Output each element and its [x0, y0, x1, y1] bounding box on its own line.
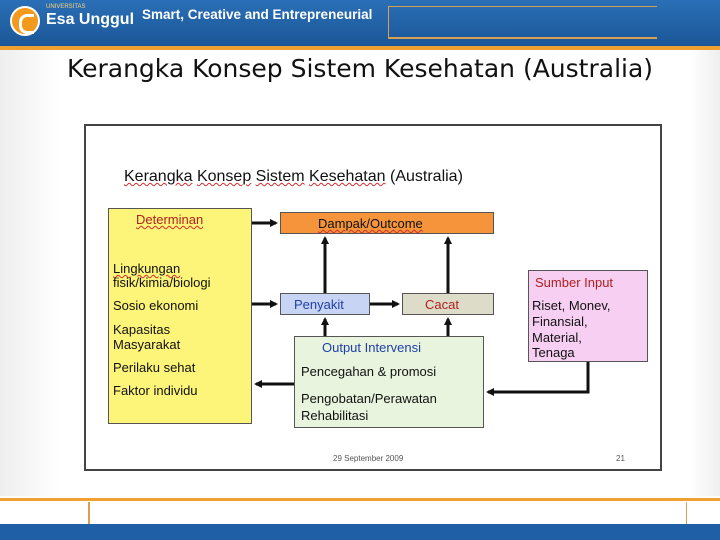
logo-name: Esa Unggul — [46, 11, 135, 28]
cacat-box — [402, 293, 494, 315]
dampak-outcome-box — [280, 212, 494, 234]
logo-small-text: UNIVERSITAS — [46, 4, 86, 10]
header-tagline: Smart, Creative and Entrepreneurial — [142, 7, 373, 22]
sumber-input-item: Material, — [532, 330, 582, 345]
sumber-input-heading: Sumber Input — [535, 275, 614, 290]
diagram-title: Kerangka Konsep Sistem Kesehatan (Austra… — [124, 168, 463, 186]
sumber-input-item: Riset, Monev, — [532, 298, 611, 313]
logo-mark-icon — [10, 6, 40, 36]
determinan-item: fisik/kimia/biologi — [113, 275, 211, 290]
determinan-box — [108, 208, 252, 424]
determinan-item: Faktor individu — [113, 383, 198, 398]
determinan-item: Masyarakat — [113, 337, 181, 352]
footer-accent-line — [0, 498, 720, 501]
footer-band — [0, 524, 720, 540]
output-intervensi-heading: Output Intervensi — [322, 340, 421, 355]
determinan-heading: Determinan — [136, 212, 204, 227]
determinan-item: Kapasitas — [113, 322, 171, 337]
sumber-input-item: Finansial, — [532, 314, 588, 329]
diagram-title-suffix: (Australia) — [390, 168, 463, 185]
arrow-sumber-output — [486, 362, 590, 396]
header-accent-line — [0, 46, 720, 50]
header-decor-box — [388, 6, 657, 39]
dampak-outcome-label: Dampak/Outcome — [318, 216, 423, 231]
university-logo: UNIVERSITAS Esa Unggul — [6, 2, 135, 42]
inner-footer-page: 21 — [616, 454, 625, 463]
diagram-title-word: Konsep — [196, 168, 252, 185]
determinan-item: Perilaku sehat — [113, 360, 196, 375]
output-intervensi-box — [294, 336, 484, 428]
diagram-title-word: Kerangka — [124, 168, 193, 185]
slide-title: Kerangka Konsep Sistem Kesehatan (Austra… — [66, 54, 654, 83]
sumber-input-box — [528, 270, 648, 362]
penyakit-box — [280, 293, 370, 315]
left-shade — [0, 50, 60, 496]
penyakit-label: Penyakit — [294, 297, 344, 312]
determinan-item: Sosio ekonomi — [113, 298, 199, 313]
diagram-title-word: Kesehatan — [309, 168, 386, 185]
diagram-title-word: Sistem — [255, 168, 305, 185]
cacat-label: Cacat — [425, 297, 459, 312]
output-intervensi-item: Pencegahan & promosi — [301, 364, 437, 379]
footer-decor-box — [88, 502, 687, 525]
output-intervensi-item: Rehabilitasi — [301, 408, 369, 423]
output-intervensi-item: Pengobatan/Perawatan — [301, 391, 437, 406]
determinan-item: Lingkungan — [113, 261, 181, 276]
right-shade — [690, 50, 720, 496]
inner-footer-date: 29 September 2009 — [333, 454, 404, 463]
sumber-input-item: Tenaga — [532, 345, 575, 360]
